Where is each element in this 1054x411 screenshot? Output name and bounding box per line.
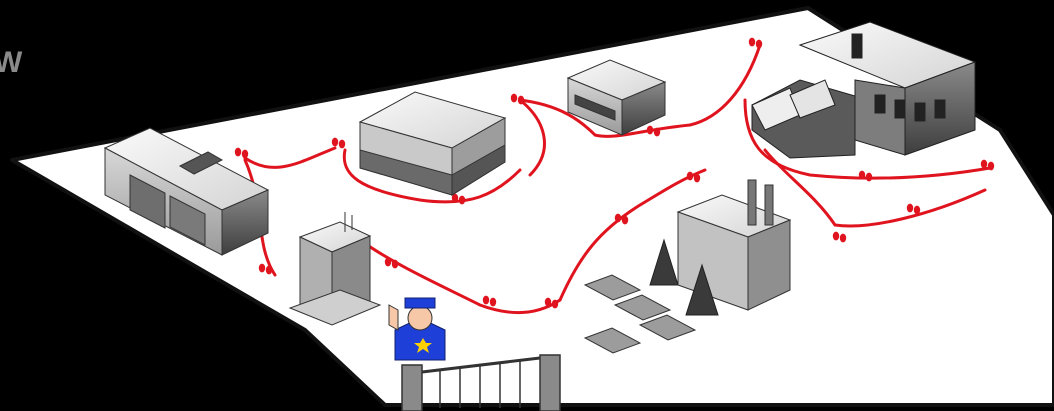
- site-patrol-diagram: [0, 0, 1054, 411]
